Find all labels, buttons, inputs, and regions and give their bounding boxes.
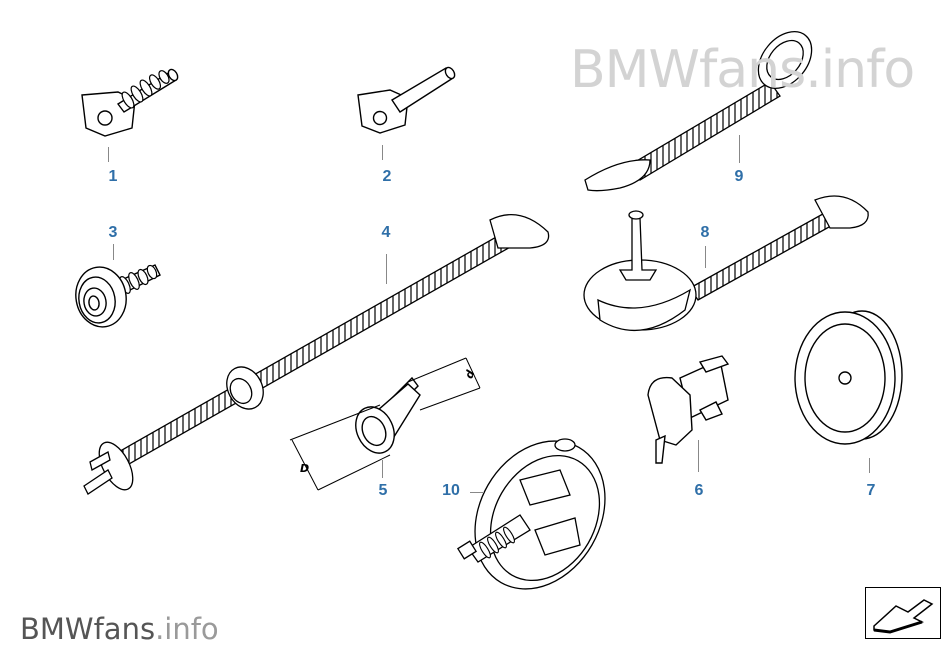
leader-2: [382, 145, 383, 160]
watermark-bottom: BMWfans.info: [20, 612, 219, 646]
part-10-plate-assembly: [456, 438, 606, 590]
callout-7: 7: [866, 482, 876, 499]
callout-1: 1: [108, 168, 118, 185]
leader-1: [108, 147, 109, 162]
leader-7: [869, 458, 870, 473]
callout-2: 2: [382, 168, 392, 185]
part-9-corrugated-tube: [584, 31, 813, 192]
leader-9: [739, 135, 740, 163]
part-7-round-cap: [794, 310, 903, 445]
part-4-corrugated-tube-long: [83, 214, 550, 495]
part-3-round-grommet: [75, 264, 161, 328]
arrow-return-icon: [873, 599, 934, 634]
callout-4: 4: [381, 224, 391, 241]
callout-9: 9: [734, 168, 744, 185]
leader-6: [698, 440, 699, 472]
leader-10: [470, 492, 484, 493]
callout-6: 6: [694, 482, 704, 499]
dimension-D: D: [300, 462, 310, 475]
callout-3: 3: [108, 224, 118, 241]
callout-10: 10: [442, 482, 460, 499]
leader-4: [386, 254, 387, 284]
navigation-button[interactable]: [865, 587, 941, 639]
leader-3: [113, 244, 114, 260]
callout-8: 8: [700, 224, 710, 241]
part-5-bushing: [289, 357, 481, 491]
watermark-top: BMWfans.info: [570, 40, 915, 100]
part-6-angled-clip: [647, 355, 730, 464]
leader-8: [705, 246, 706, 268]
part-2-clip-smooth: [357, 66, 456, 134]
callout-5: 5: [378, 482, 388, 499]
part-1-grommet-clip: [81, 68, 179, 137]
part-8-boot-grommet: [583, 195, 869, 332]
leader-5: [382, 460, 383, 478]
